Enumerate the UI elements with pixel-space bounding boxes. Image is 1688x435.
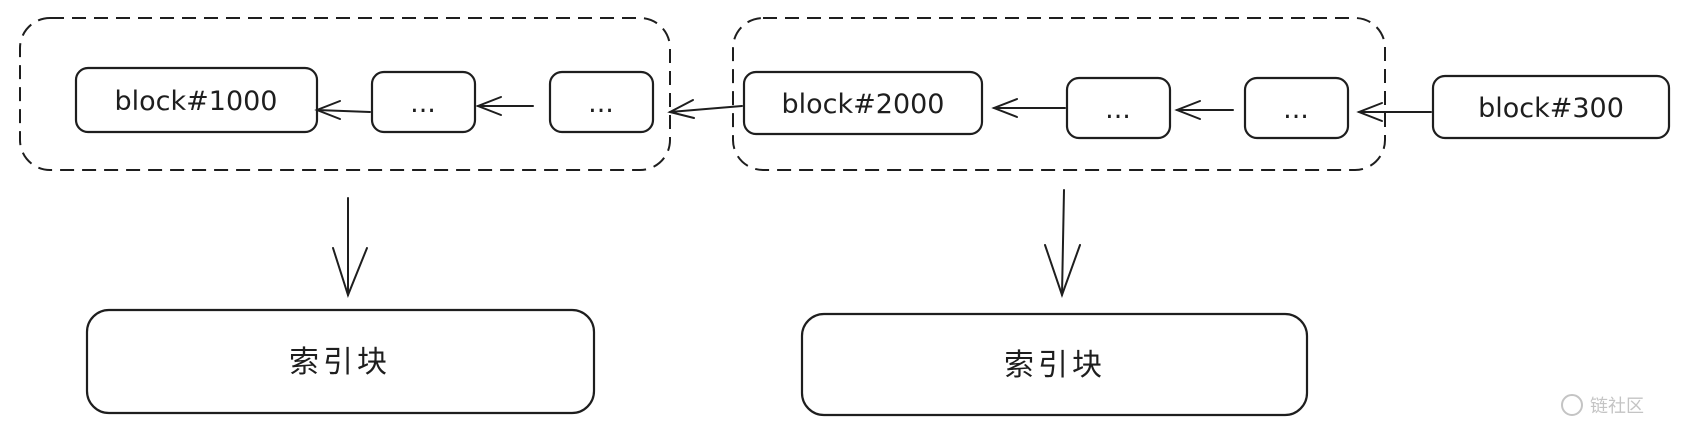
group-left xyxy=(19,17,671,171)
arrow-group-left-to-index xyxy=(332,197,368,298)
watermark: 链社区 xyxy=(1561,394,1644,417)
block-300-label: block#300 xyxy=(1478,93,1624,124)
arrow-ellipsis1-to-block1000 xyxy=(314,100,371,120)
ellipsis-label-3: ... xyxy=(1105,94,1131,125)
ellipsis-node-3: ... xyxy=(1065,76,1172,140)
ellipsis-label-2: ... xyxy=(588,88,614,119)
watermark-logo-icon xyxy=(1561,394,1583,416)
ellipsis-node-1: ... xyxy=(370,70,477,134)
arrow-group-right-to-index xyxy=(1044,189,1081,299)
group-right xyxy=(732,17,1386,171)
index-block-left: 索引块 xyxy=(85,308,596,415)
arrow-block300-to-ellipsis4 xyxy=(1356,102,1432,122)
index-block-left-label: 索引块 xyxy=(289,345,391,380)
block-2000-node: block#2000 xyxy=(742,70,984,136)
index-block-right: 索引块 xyxy=(800,312,1309,417)
arrow-ellipsis2-to-ellipsis1 xyxy=(475,96,534,116)
arrow-ellipsis3-to-block2000 xyxy=(991,98,1066,118)
watermark-label: 链社区 xyxy=(1590,396,1644,417)
ellipsis-node-4: ... xyxy=(1243,76,1350,140)
arrow-block2000-to-ellipsis2 xyxy=(667,99,743,119)
ellipsis-node-2: ... xyxy=(548,70,655,134)
index-block-right-label: 索引块 xyxy=(1004,348,1106,383)
ellipsis-label-1: ... xyxy=(410,88,436,119)
block-2000-label: block#2000 xyxy=(782,89,945,120)
block-300-node: block#300 xyxy=(1431,74,1671,140)
block-1000-node: block#1000 xyxy=(74,66,319,134)
block-1000-label: block#1000 xyxy=(115,86,278,117)
ellipsis-label-4: ... xyxy=(1283,94,1309,125)
arrow-ellipsis4-to-ellipsis3 xyxy=(1174,100,1234,120)
